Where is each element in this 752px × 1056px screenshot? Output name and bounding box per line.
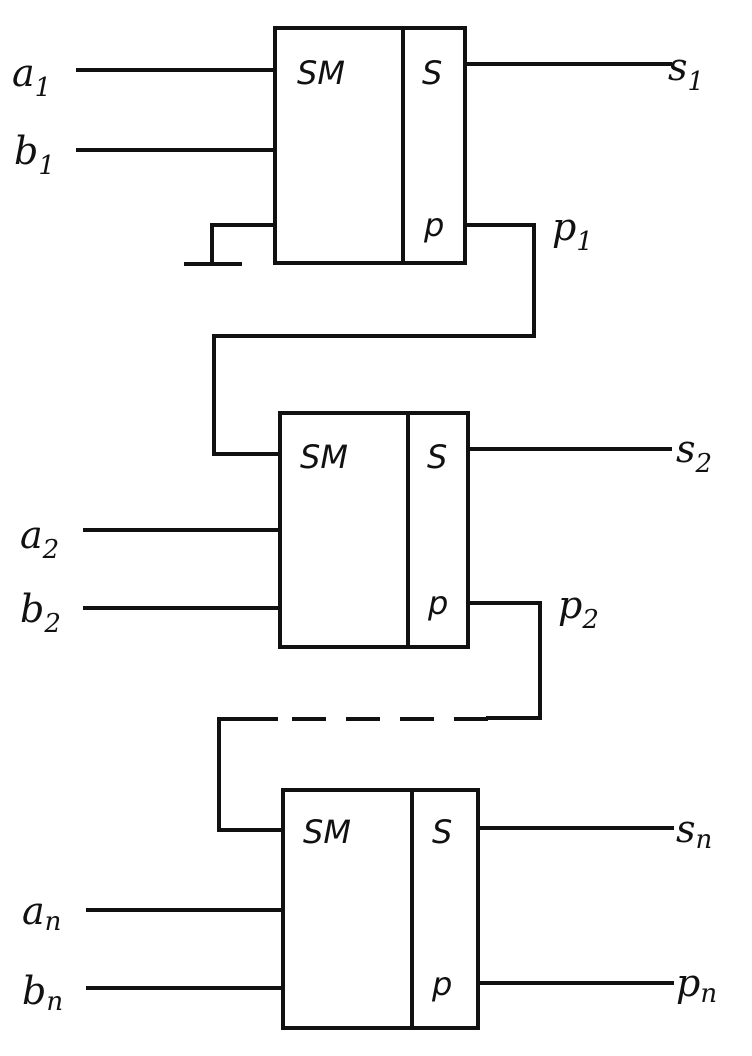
label-b1: b1 <box>14 129 55 181</box>
label-bn: bn <box>22 969 63 1017</box>
stage-1-carry-port: p <box>423 206 444 244</box>
carry-wire-1-to-2 <box>212 223 536 456</box>
label-s1: s1 <box>668 45 704 97</box>
adder-stage-2: SM S p a2 b2 s2 p2 <box>20 411 712 649</box>
stage-1-sum-port: S <box>422 54 442 92</box>
label-an: an <box>22 889 61 937</box>
stage-2-sum-port: S <box>427 438 447 476</box>
label-p2: p2 <box>558 583 599 635</box>
label-sn: sn <box>676 807 712 855</box>
stage-1-ground-wire <box>210 223 277 265</box>
stage-1-block <box>273 26 467 265</box>
label-p1: p1 <box>552 205 593 257</box>
stage-n-block-name: SM <box>303 813 351 851</box>
label-a1: a1 <box>12 51 51 103</box>
label-b2: b2 <box>20 587 61 639</box>
adder-stage-1: SM S p a1 b1 s1 p1 <box>12 26 704 266</box>
stage-n-carry-port: p <box>431 965 452 1003</box>
stage-2-block-name: SM <box>300 438 348 476</box>
label-s2: s2 <box>676 427 712 479</box>
label-pn: pn <box>676 961 717 1009</box>
stage-n-sum-port: S <box>432 813 452 851</box>
carry-wire-2-to-n <box>217 601 542 832</box>
stage-1-block-name: SM <box>297 54 345 92</box>
adder-stage-n: SM S p an bn sn pn <box>22 788 717 1030</box>
label-a2: a2 <box>20 513 59 565</box>
stage-2-carry-port: p <box>427 584 448 622</box>
